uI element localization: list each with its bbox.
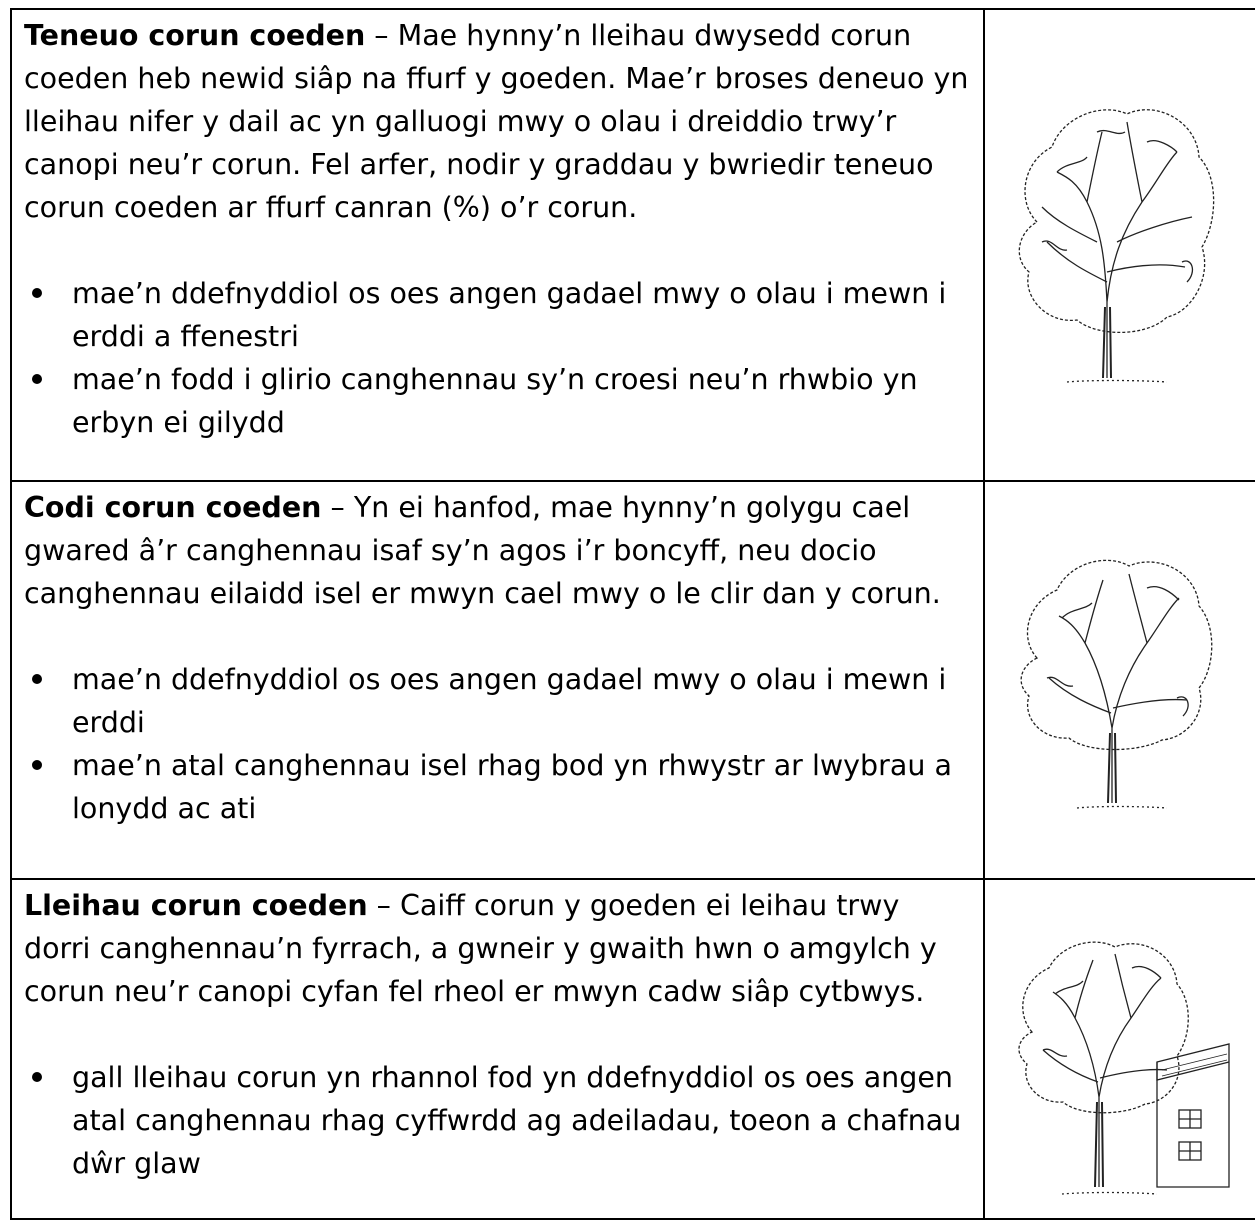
thinned-tree-icon bbox=[1019, 109, 1215, 383]
text-cell: Lleihau corun coeden – Caiff corun y goe… bbox=[9, 878, 986, 1220]
lead-paragraph: Codi corun coeden – Yn ei hanfod, mae hy… bbox=[24, 486, 973, 615]
term-heading: Lleihau corun coeden bbox=[24, 889, 368, 922]
bullet-list: mae’n ddefnyddiol os oes angen gadael mw… bbox=[24, 658, 973, 830]
list-item: mae’n fodd i glirio canghennau sy’n croe… bbox=[24, 358, 973, 444]
list-item: mae’n atal canghennau isel rhag bod yn r… bbox=[24, 744, 973, 830]
table-row: Lleihau corun coeden – Caiff corun y goe… bbox=[9, 878, 1255, 1220]
list-item: gall lleihau corun yn rhannol fod yn dde… bbox=[24, 1056, 973, 1185]
term-heading: Codi corun coeden bbox=[24, 491, 322, 524]
lifted-tree-icon bbox=[1020, 559, 1213, 809]
image-cell bbox=[983, 8, 1255, 482]
term-description: – Yn ei hanfod, mae hynny’n golygu cael … bbox=[24, 491, 941, 610]
reduced-tree-with-house-icon bbox=[1018, 941, 1231, 1195]
list-item: mae’n ddefnyddiol os oes angen gadael mw… bbox=[24, 272, 973, 358]
lead-paragraph: Teneuo corun coeden – Mae hynny’n lleiha… bbox=[24, 14, 973, 229]
lead-paragraph: Lleihau corun coeden – Caiff corun y goe… bbox=[24, 884, 973, 1013]
tree-work-table: Teneuo corun coeden – Mae hynny’n lleiha… bbox=[9, 8, 1255, 1220]
list-item: mae’n ddefnyddiol os oes angen gadael mw… bbox=[24, 658, 973, 744]
bullet-list: mae’n ddefnyddiol os oes angen gadael mw… bbox=[24, 272, 973, 444]
table-row: Codi corun coeden – Yn ei hanfod, mae hy… bbox=[9, 480, 1255, 880]
image-cell bbox=[983, 878, 1255, 1220]
image-cell bbox=[983, 480, 1255, 880]
text-cell: Codi corun coeden – Yn ei hanfod, mae hy… bbox=[9, 480, 986, 880]
term-description: – Caiff corun y goeden ei leihau trwy do… bbox=[24, 889, 937, 1008]
bullet-list: gall lleihau corun yn rhannol fod yn dde… bbox=[24, 1056, 973, 1185]
term-heading: Teneuo corun coeden bbox=[24, 19, 366, 52]
table-row: Teneuo corun coeden – Mae hynny’n lleiha… bbox=[9, 8, 1255, 482]
text-cell: Teneuo corun coeden – Mae hynny’n lleiha… bbox=[9, 8, 986, 482]
term-description: – Mae hynny’n lleihau dwysedd corun coed… bbox=[24, 19, 969, 224]
